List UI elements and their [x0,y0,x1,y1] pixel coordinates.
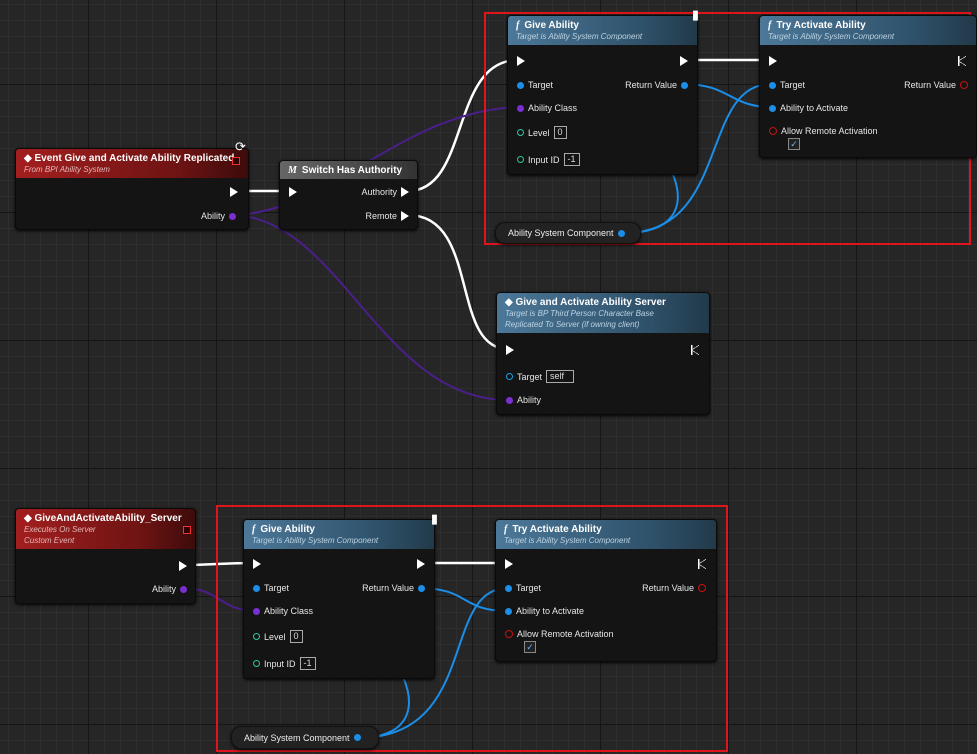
server-only-icon: ▮ [691,7,700,22]
event-diamond-icon: ◆ [24,513,35,524]
return-value-pin[interactable]: Return Value [362,583,425,593]
input-id-pin[interactable]: Input ID-1 [253,657,316,670]
node-subtitle: Target is Ability System Component [504,536,631,545]
target-pin[interactable]: Target [769,80,805,90]
node-header: f Try Activate Ability Target is Ability … [760,16,976,45]
exec-out-pin[interactable] [230,187,238,197]
target-pin[interactable]: Target [253,583,289,593]
allow-remote-activation-pin[interactable]: Allow Remote Activation [769,126,878,136]
server-only-icon: ▮ [430,511,439,526]
node-title: Give Ability [524,20,579,31]
exec-out-pin[interactable] [179,561,187,571]
level-input[interactable]: 0 [289,630,303,643]
ability-to-activate-pin[interactable]: Ability to Activate [769,103,848,113]
delegate-pin-icon[interactable] [183,526,191,534]
try-activate-ability-node-bottom[interactable]: f Try Activate Ability Target is Ability … [495,519,717,662]
event-give-and-activate-ability-replicated-node[interactable]: ◆ Event Give and Activate Ability Replic… [15,148,249,230]
macro-icon: M [288,165,297,176]
ability-out-pin[interactable]: Ability [152,584,187,594]
node-title: Try Activate Ability [776,20,866,31]
input-id-input[interactable]: -1 [299,657,316,670]
input-id-pin[interactable]: Input ID-1 [517,153,580,166]
node-header: f Give Ability Target is Ability System C… [508,16,697,45]
ability-system-component-variable-top[interactable]: Ability System Component [495,222,641,244]
node-subtitle: From BPI Ability System [24,165,110,174]
function-icon: f [252,524,256,535]
give-and-activate-ability-server-node[interactable]: ◆ Give and Activate Ability Server Targe… [496,292,710,415]
node-title: GiveAndActivateAbility_Server [34,513,182,524]
node-title: Give and Activate Ability Server [515,297,666,308]
allow-remote-activation-checkbox[interactable]: ✓ [524,641,536,653]
node-header: ◆ Event Give and Activate Ability Replic… [16,149,248,178]
exec-out-pin[interactable] [958,56,966,66]
function-icon: f [768,20,772,31]
give-ability-node-bottom[interactable]: f Give Ability Target is Ability System C… [243,519,435,679]
event-diamond-icon: ◆ [505,297,516,308]
level-input[interactable]: 0 [553,126,567,139]
node-subtitle-2: Replicated To Server (if owning client) [505,320,640,329]
node-subtitle: Target is Ability System Component [516,32,643,41]
allow-remote-activation-pin[interactable]: Allow Remote Activation [505,629,614,639]
variable-out-pin[interactable] [353,734,361,741]
node-title: Switch Has Authority [301,165,403,176]
node-header: f Give Ability Target is Ability System C… [244,520,434,549]
node-header: f Try Activate Ability Target is Ability … [496,520,716,549]
exec-out-pin[interactable] [698,559,706,569]
replication-icon: ⟳ [235,139,246,154]
variable-label: Ability System Component [244,732,350,743]
exec-out-pin[interactable] [680,56,688,66]
node-title: Try Activate Ability [512,524,602,535]
node-title: Give Ability [260,524,315,535]
return-value-pin[interactable]: Return Value [625,80,688,90]
target-self-input[interactable]: self [546,370,575,383]
variable-out-pin[interactable] [617,229,625,237]
node-header: ◆ GiveAndActivateAbility_Server Executes… [16,509,195,549]
selection-box-bottom [216,505,728,752]
delegate-pin-icon[interactable] [232,157,240,165]
target-pin[interactable]: Target [517,80,553,90]
ability-pin[interactable]: Ability [506,395,541,405]
authority-exec-pin[interactable]: Authority [361,187,409,197]
exec-out-pin[interactable] [417,559,425,569]
switch-has-authority-node[interactable]: M Switch Has Authority Authority Remote [279,160,418,230]
allow-remote-activation-checkbox[interactable]: ✓ [788,138,800,150]
input-id-input[interactable]: -1 [563,153,580,166]
exec-in-pin[interactable] [289,187,297,197]
try-activate-ability-node-top[interactable]: f Try Activate Ability Target is Ability … [759,15,977,158]
variable-label: Ability System Component [508,228,614,238]
exec-out-pin[interactable] [691,345,699,355]
ability-class-pin[interactable]: Ability Class [253,606,313,616]
node-subtitle: Target is BP Third Person Character Base [505,309,654,318]
return-value-pin[interactable]: Return Value [904,80,968,90]
ability-out-pin[interactable]: Ability [201,211,236,221]
node-title: Event Give and Activate Ability Replicat… [34,153,235,164]
ability-system-component-variable-bottom[interactable]: Ability System Component [231,726,379,749]
exec-in-pin[interactable] [517,56,525,66]
remote-exec-pin[interactable]: Remote [365,211,409,221]
node-subtitle: Executes On Server [24,525,96,534]
node-subtitle: Target is Ability System Component [252,536,379,545]
event-diamond-icon: ◆ [24,153,35,164]
node-header: ◆ Give and Activate Ability Server Targe… [497,293,709,333]
node-subtitle-2: Custom Event [24,536,75,545]
node-header: M Switch Has Authority [280,161,417,179]
ability-class-pin[interactable]: Ability Class [517,103,577,113]
give-and-activate-ability-server-custom-event-node[interactable]: ◆ GiveAndActivateAbility_Server Executes… [15,508,196,604]
target-pin[interactable]: Target [505,583,541,593]
node-subtitle: Target is Ability System Component [768,32,895,41]
function-icon: f [516,20,520,31]
return-value-pin[interactable]: Return Value [642,583,706,593]
exec-in-pin[interactable] [505,559,513,569]
give-ability-node-top[interactable]: f Give Ability Target is Ability System C… [507,15,698,175]
exec-in-pin[interactable] [506,345,514,355]
exec-in-pin[interactable] [769,56,777,66]
ability-to-activate-pin[interactable]: Ability to Activate [505,606,584,616]
function-icon: f [504,524,508,535]
exec-in-pin[interactable] [253,559,261,569]
